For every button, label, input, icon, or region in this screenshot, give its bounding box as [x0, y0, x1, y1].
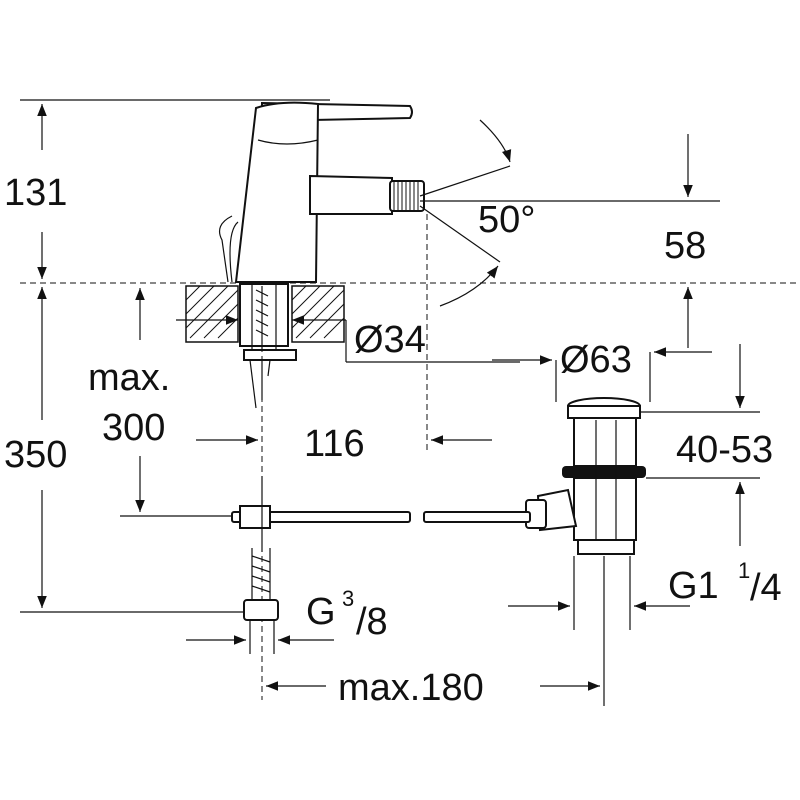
dim-g114-lines	[508, 556, 690, 630]
dim-180-lines	[266, 556, 605, 706]
dim-58: 58	[664, 225, 706, 267]
inlet-connector	[243, 548, 279, 621]
dim-131: 131	[4, 172, 67, 214]
dim-58-lines	[560, 134, 720, 348]
dim-g114-num: 1	[738, 558, 750, 583]
dim-max-label: max.	[88, 357, 170, 399]
dim-116: 116	[304, 423, 365, 465]
dim-34: Ø34	[354, 319, 426, 361]
dim-g114-base: G1	[668, 565, 719, 607]
dim-40-53-lines	[640, 344, 760, 546]
dim-63-lines	[492, 347, 712, 402]
faucet-body	[219, 101, 425, 283]
dim-50-deg: 50°	[478, 199, 535, 241]
dim-g38-lines	[186, 620, 334, 654]
dim-max-180: max.180	[338, 667, 484, 709]
dim-40-53: 40-53	[676, 429, 773, 471]
dim-300-lines	[120, 288, 240, 517]
dim-63: Ø63	[560, 339, 632, 381]
dim-g114-den: /4	[750, 567, 782, 609]
connecting-rod	[231, 476, 531, 552]
left-dimension-line	[20, 99, 800, 613]
dim-116-lines	[196, 214, 492, 700]
angle-50-lines	[419, 119, 560, 307]
countertop-section	[185, 283, 345, 409]
dim-300: 300	[102, 407, 165, 449]
dim-350: 350	[4, 434, 67, 476]
dim-34-lines	[176, 315, 520, 363]
waste-assembly	[525, 397, 646, 555]
dim-g38-base: G	[306, 591, 336, 633]
dim-g38-den: /8	[356, 601, 388, 643]
dim-g38-num: 3	[342, 586, 354, 611]
